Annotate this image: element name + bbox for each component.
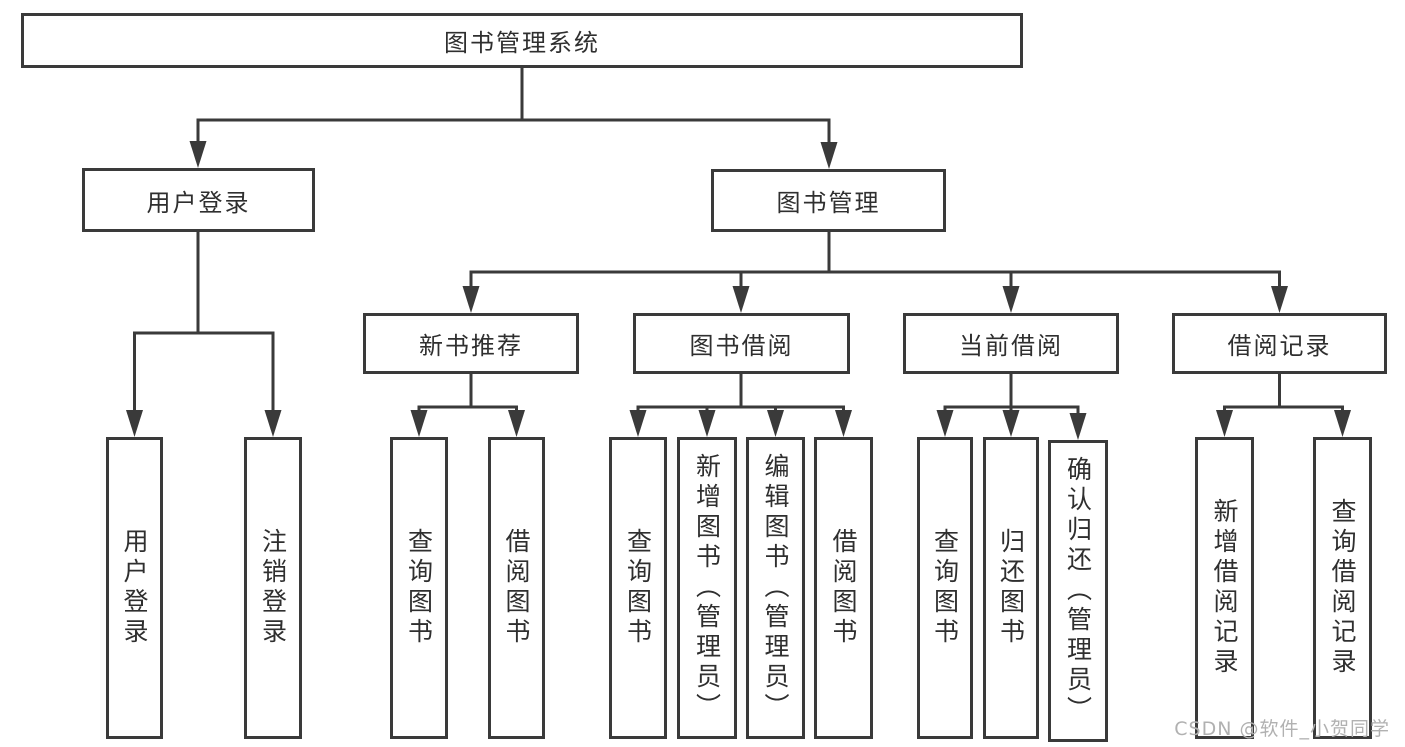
node-leaf-rr-add-record-label: 新增借阅记录 <box>1210 498 1239 678</box>
node-leaf-bb-edit-books-label: 编辑图书（管理员） <box>761 453 790 723</box>
node-new-book-rec-label: 新书推荐 <box>419 332 523 360</box>
node-leaf-rr-add-record: 新增借阅记录 <box>1195 437 1254 739</box>
arrowhead <box>767 410 784 437</box>
node-leaf-logout: 注销登录 <box>244 437 302 739</box>
node-leaf-bb-edit-books: 编辑图书（管理员） <box>746 437 805 739</box>
node-new-book-rec: 新书推荐 <box>363 313 579 374</box>
node-current-borrow: 当前借阅 <box>903 313 1119 374</box>
node-leaf-bb-add-books-label: 新增图书（管理员） <box>692 453 722 723</box>
node-leaf-bb-query-books-label: 查询图书 <box>623 528 653 648</box>
node-leaf-cb-return-books-label: 归还图书 <box>996 528 1026 648</box>
node-book-borrow: 图书借阅 <box>633 313 850 374</box>
arrowhead <box>508 410 525 437</box>
node-root-label: 图书管理系统 <box>444 29 600 57</box>
arrowhead <box>820 142 838 169</box>
connector-root-to-level1 <box>189 68 838 169</box>
connector-borrow-records-children <box>1216 374 1351 437</box>
node-leaf-logout-label: 注销登录 <box>258 528 288 648</box>
arrowhead <box>1271 286 1288 313</box>
node-leaf-cb-confirm-return: 确认归还（管理员） <box>1048 440 1108 742</box>
node-leaf-rec-query-books: 查询图书 <box>390 437 448 739</box>
arrowhead <box>1002 410 1020 437</box>
arrowhead <box>732 286 750 313</box>
arrowhead <box>1334 410 1351 437</box>
connector-book-mgmt-children <box>462 232 1288 313</box>
node-leaf-bb-add-books: 新增图书（管理员） <box>677 437 737 739</box>
connector-user-login-children <box>126 232 282 437</box>
node-leaf-cb-query-books: 查询图书 <box>917 437 973 739</box>
node-book-borrow-label: 图书借阅 <box>689 332 794 360</box>
node-borrow-records-label: 借阅记录 <box>1227 332 1332 360</box>
node-root: 图书管理系统 <box>21 13 1023 68</box>
connector-current-borrow-children <box>936 374 1087 440</box>
node-book-mgmt: 图书管理 <box>711 169 946 232</box>
connector-new-book-rec-children <box>410 374 525 437</box>
arrowhead <box>189 141 207 168</box>
arrowhead <box>264 410 282 437</box>
node-current-borrow-label: 当前借阅 <box>959 332 1063 360</box>
node-user-login: 用户登录 <box>82 168 315 232</box>
node-leaf-bb-borrow-books-label: 借阅图书 <box>829 528 858 648</box>
node-leaf-rec-borrow-books: 借阅图书 <box>488 437 545 739</box>
arrowhead <box>1069 413 1087 440</box>
node-leaf-user-login: 用户登录 <box>106 437 163 739</box>
node-leaf-cb-confirm-return-label: 确认归还（管理员） <box>1063 456 1093 726</box>
node-leaf-cb-return-books: 归还图书 <box>983 437 1039 739</box>
node-borrow-records: 借阅记录 <box>1172 313 1387 374</box>
arrowhead <box>835 410 852 437</box>
node-leaf-rr-query-record: 查询借阅记录 <box>1313 437 1372 739</box>
arrowhead <box>698 410 716 437</box>
arrowhead <box>410 410 428 437</box>
csdn-watermark: CSDN @软件_小贺同学 <box>1174 718 1390 740</box>
arrowhead <box>1002 286 1020 313</box>
arrowhead <box>936 410 954 437</box>
arrowhead <box>1216 410 1233 437</box>
node-user-login-label: 用户登录 <box>146 188 251 217</box>
arrowhead <box>462 286 480 313</box>
node-leaf-rr-query-record-label: 查询借阅记录 <box>1328 498 1357 678</box>
node-leaf-user-login-label: 用户登录 <box>120 528 149 648</box>
node-book-mgmt-label: 图书管理 <box>776 189 881 217</box>
node-leaf-cb-query-books-label: 查询图书 <box>930 528 960 648</box>
arrowhead <box>126 410 143 437</box>
arrowhead <box>629 410 647 437</box>
connector-book-borrow-children <box>629 374 852 437</box>
node-leaf-bb-query-books: 查询图书 <box>609 437 667 739</box>
node-leaf-bb-borrow-books: 借阅图书 <box>814 437 873 739</box>
node-leaf-rec-borrow-books-label: 借阅图书 <box>502 528 531 648</box>
node-leaf-rec-query-books-label: 查询图书 <box>404 528 434 648</box>
